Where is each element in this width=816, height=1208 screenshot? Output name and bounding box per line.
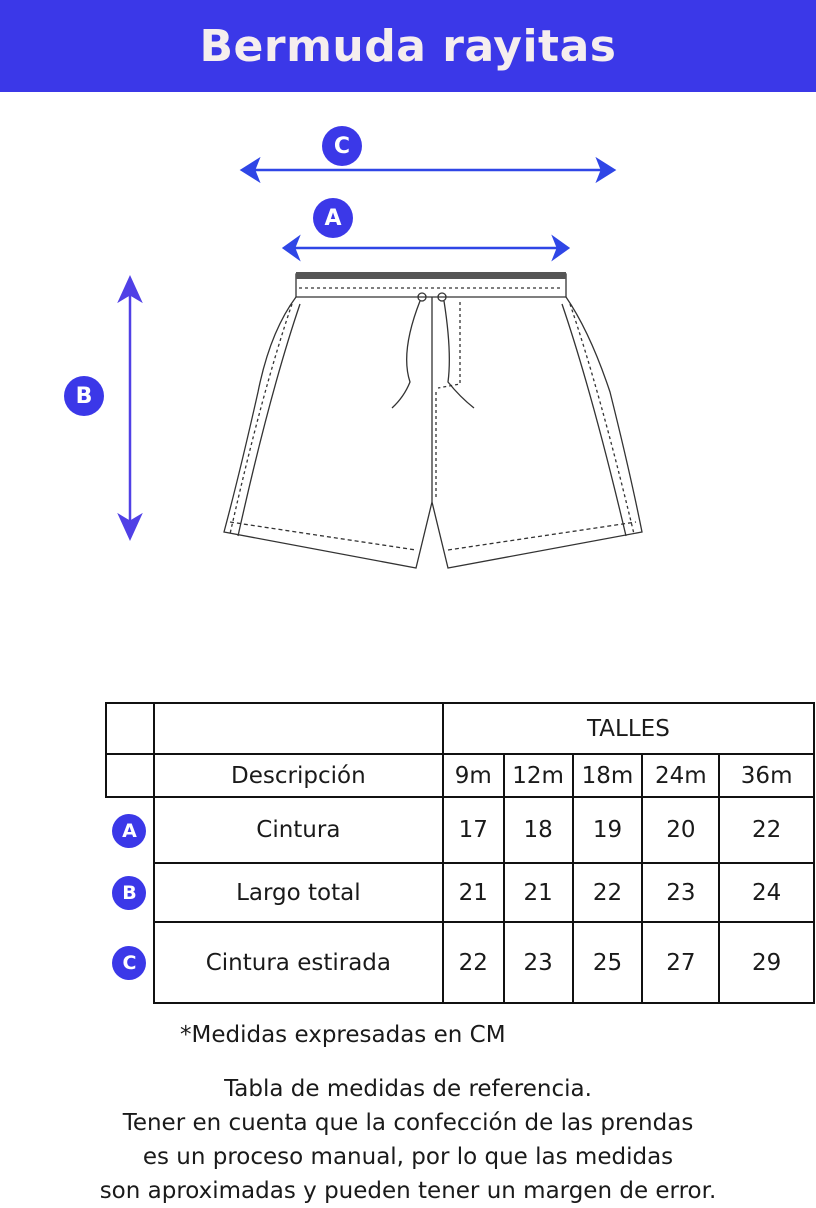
cell: 25	[571, 921, 644, 1004]
cell: 27	[641, 921, 721, 1004]
disclaimer-line: Tabla de medidas de referencia.	[224, 1076, 592, 1102]
size-header: 36m	[718, 753, 815, 798]
talles-header: TALLES	[441, 702, 816, 755]
row-badge-c: C	[112, 945, 147, 980]
table-row: C Cintura estirada 22 23 25 27 29	[106, 921, 815, 1004]
row-badge-a: A	[112, 813, 147, 848]
title-banner: Bermuda rayitas	[0, 0, 816, 92]
measure-badge-a: A	[313, 198, 353, 238]
measure-badge-c: C	[322, 126, 362, 166]
disclaimer: Tabla de medidas de referencia. Tener en…	[0, 1072, 816, 1208]
size-header: 24m	[641, 753, 721, 798]
shorts-diagram	[117, 156, 643, 569]
row-label: Largo total	[152, 862, 444, 923]
measure-badge-b: B	[64, 376, 104, 416]
disclaimer-line: son aproximadas y pueden tener un margen…	[99, 1178, 717, 1204]
cell: 21	[502, 862, 574, 923]
table-header-row: Descripción 9m 12m 18m 24m 36m	[105, 753, 815, 798]
size-table: TALLES Descripción 9m 12m 18m 24m 36m A …	[105, 702, 816, 1004]
arrow-b	[117, 274, 143, 542]
cell: 23	[502, 921, 574, 1004]
arrow-a	[281, 234, 571, 262]
cell: 19	[571, 796, 644, 864]
description-header: Descripción	[152, 753, 444, 798]
table-group-header-row: TALLES	[105, 702, 816, 755]
size-header: 9m	[441, 753, 505, 798]
cell: 17	[441, 796, 505, 864]
disclaimer-line: Tener en cuenta que la confección de las…	[122, 1110, 694, 1136]
table-row: A Cintura 17 18 19 20 22	[106, 796, 815, 864]
size-header: 12m	[502, 753, 574, 798]
cell: 22	[571, 862, 644, 923]
page-title: Bermuda rayitas	[199, 20, 617, 72]
table-row: B Largo total 21 21 22 23 24	[106, 862, 815, 923]
row-label: Cintura estirada	[152, 921, 444, 1004]
cell: 29	[718, 921, 815, 1004]
disclaimer-line: es un proceso manual, por lo que las med…	[142, 1144, 674, 1170]
cell: 24	[718, 862, 815, 923]
cell: 22	[718, 796, 815, 864]
cell: 21	[441, 862, 505, 923]
cell: 22	[441, 921, 505, 1004]
size-header: 18m	[571, 753, 644, 798]
row-badge-b: B	[112, 875, 147, 910]
row-label: Cintura	[152, 796, 444, 864]
cell: 20	[641, 796, 721, 864]
arrow-c	[239, 156, 617, 184]
cell: 18	[502, 796, 574, 864]
shorts-outline	[223, 272, 643, 569]
cell: 23	[641, 862, 721, 923]
units-note: *Medidas expresadas en CM	[180, 1022, 506, 1048]
